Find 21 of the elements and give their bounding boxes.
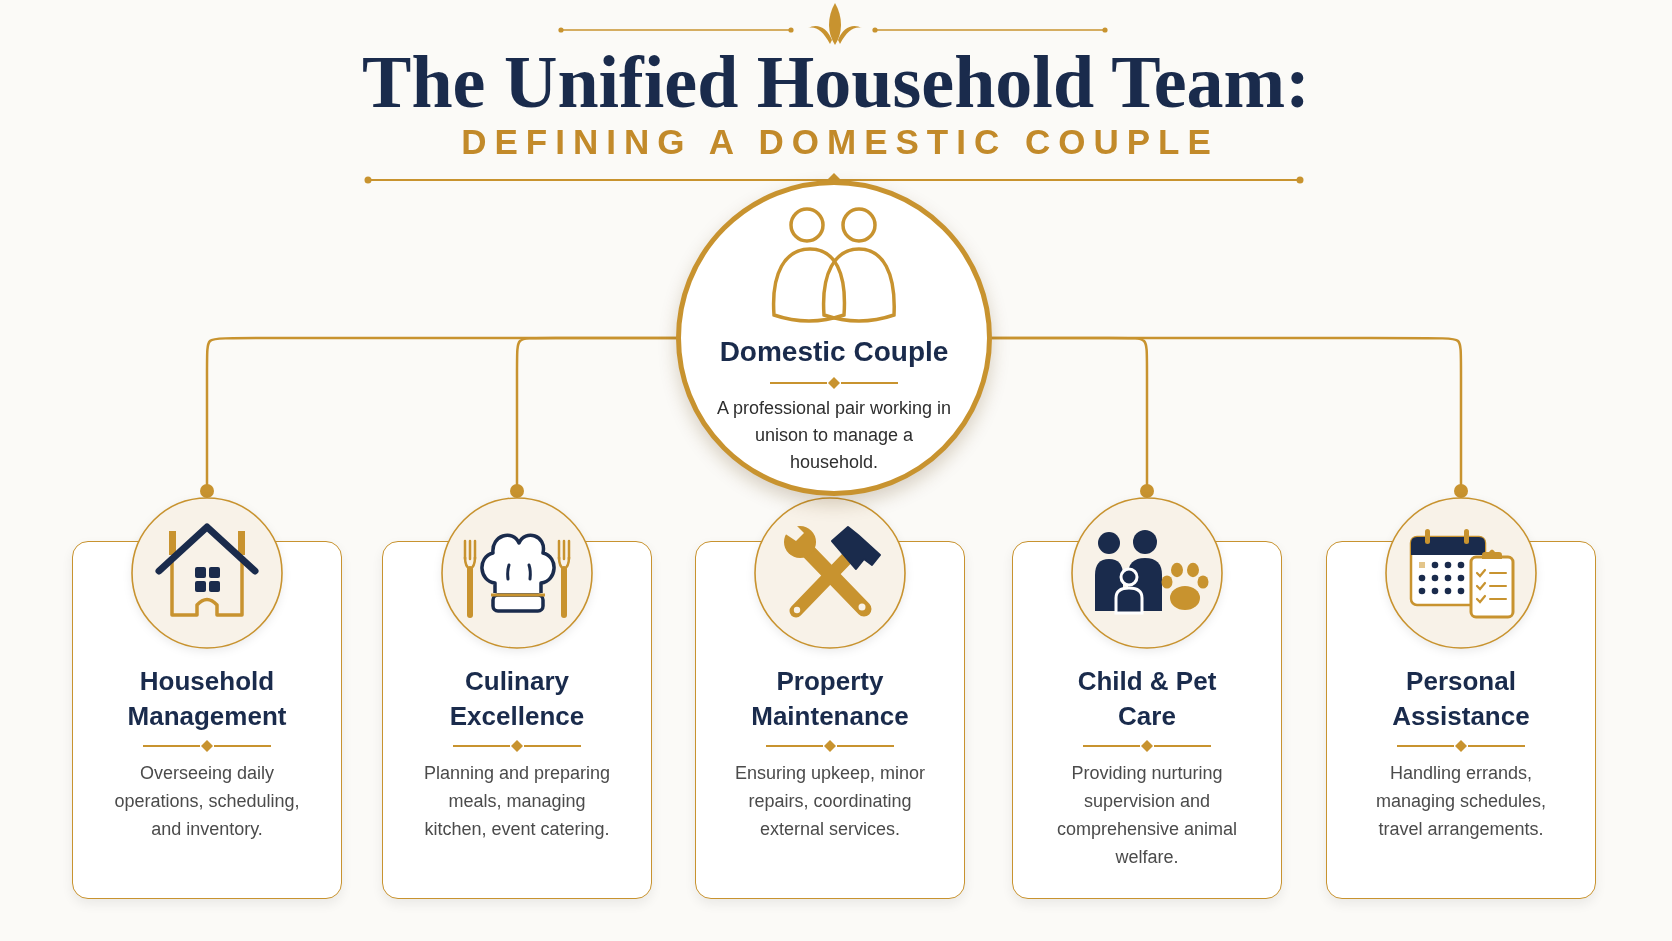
node-description: A professional pair working in unison to manage a household. — [716, 397, 952, 474]
card-description: Ensuring upkeep, minor repairs, coordinating external services. — [734, 762, 926, 841]
card-title: Household Management — [127, 665, 287, 733]
subtitle: DEFINING A DOMESTIC COUPLE — [460, 122, 1219, 162]
card-title: Personal Assistance — [1391, 665, 1531, 733]
card-description: Planning and preparing meals, managing kitchen, event catering. — [423, 762, 611, 841]
card-title: Child & Pet Care — [1077, 665, 1217, 733]
service-card — [695, 497, 965, 899]
title: The Unified Household Team: — [362, 45, 1310, 119]
service-card — [1326, 497, 1596, 899]
card-description: Handling errands, managing schedules, travel arrangements. — [1375, 762, 1547, 841]
service-card — [72, 497, 342, 899]
node-title: Domestic Couple — [719, 335, 949, 369]
service-card — [1012, 497, 1282, 899]
connector-line — [990, 336, 1468, 499]
card-description: Providing nurturing supervision and comprehensive animal welfare. — [1056, 762, 1238, 869]
service-card — [382, 497, 652, 899]
connector-line — [510, 336, 678, 499]
card-description: Overseeing daily operations, scheduling, and inventory. — [113, 762, 301, 841]
card-title: Property Maintenance — [750, 665, 910, 733]
card-title: Culinary Excellence — [449, 665, 585, 733]
